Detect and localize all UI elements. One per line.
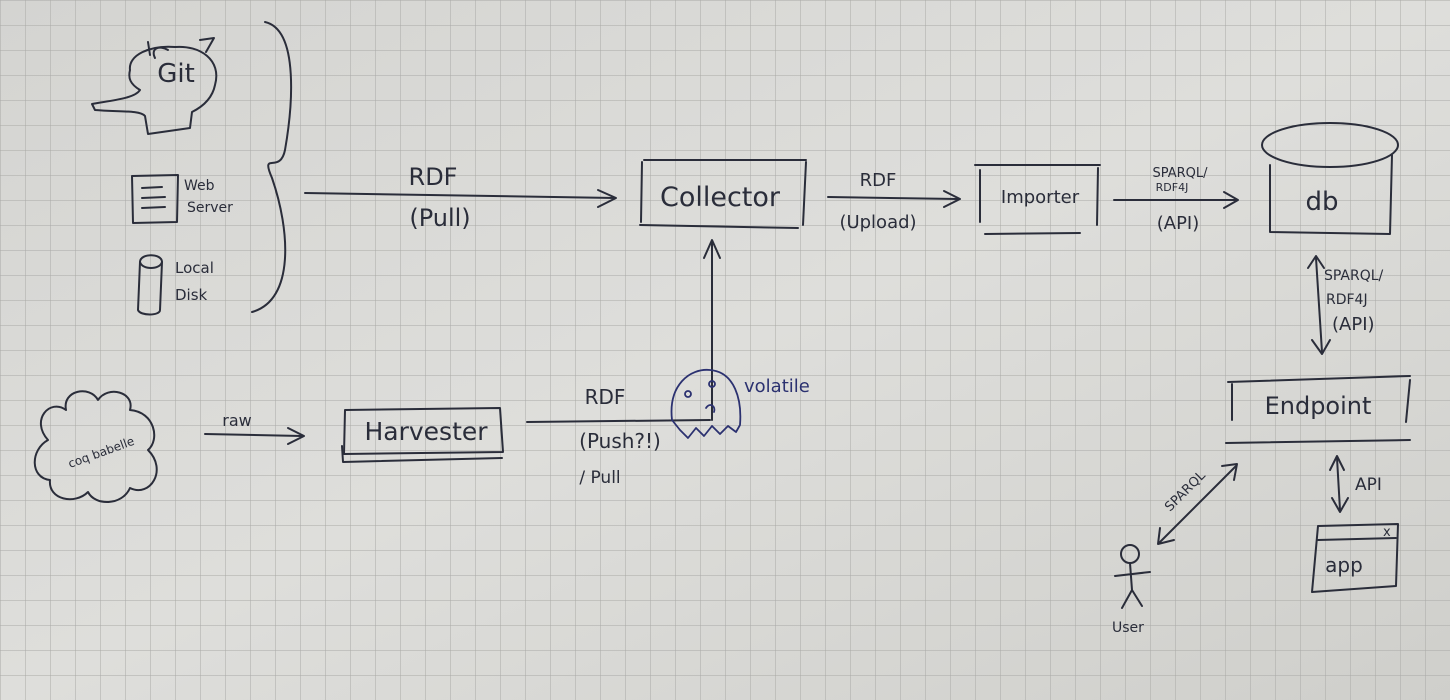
edge-label-sparql-top-2: RDF4J bbox=[1156, 181, 1189, 194]
edge-label-db-endpoint-2: RDF4J bbox=[1326, 292, 1368, 308]
edge-label-rdf-pull-top: RDF bbox=[409, 163, 458, 191]
git-icon bbox=[91, 37, 218, 135]
arrow-endpoint-to-app bbox=[1329, 455, 1349, 513]
importer-node bbox=[974, 164, 1101, 235]
arrow-importer-to-db bbox=[1113, 191, 1239, 209]
server-icon bbox=[131, 174, 179, 224]
arrow-harvester-to-collector bbox=[526, 239, 721, 423]
edge-label-sparql-api: (API) bbox=[1157, 213, 1200, 234]
edge-label-rdf-pull-bottom: (Pull) bbox=[409, 204, 470, 232]
disk-icon bbox=[137, 254, 163, 316]
local-disk-label-1: Local bbox=[175, 259, 214, 277]
edge-label-sparql-top-1: SPARQL/ bbox=[1152, 166, 1208, 181]
web-server-label-2: Server bbox=[187, 200, 233, 216]
endpoint-label: Endpoint bbox=[1265, 392, 1372, 420]
arrow-sources-to-collector bbox=[304, 189, 617, 208]
importer-label: Importer bbox=[1001, 187, 1080, 208]
user-icon bbox=[1114, 544, 1151, 609]
web-server-label-1: Web bbox=[184, 178, 215, 194]
arrow-endpoint-to-user bbox=[1157, 463, 1238, 545]
db-node bbox=[1261, 122, 1399, 235]
app-close-icon: x bbox=[1383, 525, 1391, 540]
sources-brace bbox=[251, 21, 293, 313]
user-label: User bbox=[1112, 620, 1144, 636]
db-label: db bbox=[1305, 187, 1338, 217]
collector-node bbox=[639, 159, 807, 229]
edge-label-harvester-rdf: RDF bbox=[585, 385, 626, 409]
arrow-cloud-to-harvester bbox=[204, 427, 305, 445]
app-node bbox=[1311, 523, 1399, 593]
endpoint-node bbox=[1225, 375, 1411, 444]
collector-label: Collector bbox=[660, 182, 781, 213]
arrow-collector-to-importer bbox=[827, 190, 961, 208]
edge-label-raw: raw bbox=[222, 411, 251, 430]
ghost-icon bbox=[670, 369, 742, 439]
edge-label-harvester-push: (Push?!) bbox=[579, 429, 661, 453]
ghost-label: volatile bbox=[744, 376, 810, 397]
app-label: app bbox=[1325, 553, 1363, 577]
edge-label-rdf-upload-top: RDF bbox=[860, 170, 897, 191]
edge-label-db-endpoint-3: (API) bbox=[1332, 314, 1375, 335]
harvester-label: Harvester bbox=[364, 417, 488, 446]
edge-label-rdf-upload-bottom: (Upload) bbox=[839, 212, 916, 233]
harvester-node bbox=[341, 407, 504, 463]
edge-label-harvester-pull: / Pull bbox=[579, 468, 620, 488]
edge-label-api: API bbox=[1355, 475, 1382, 495]
edge-label-db-endpoint-1: SPARQL/ bbox=[1324, 268, 1384, 284]
git-label: Git bbox=[157, 59, 195, 89]
arrow-db-to-endpoint bbox=[1307, 255, 1331, 355]
local-disk-label-2: Disk bbox=[175, 286, 208, 304]
cloud-icon bbox=[33, 390, 158, 503]
